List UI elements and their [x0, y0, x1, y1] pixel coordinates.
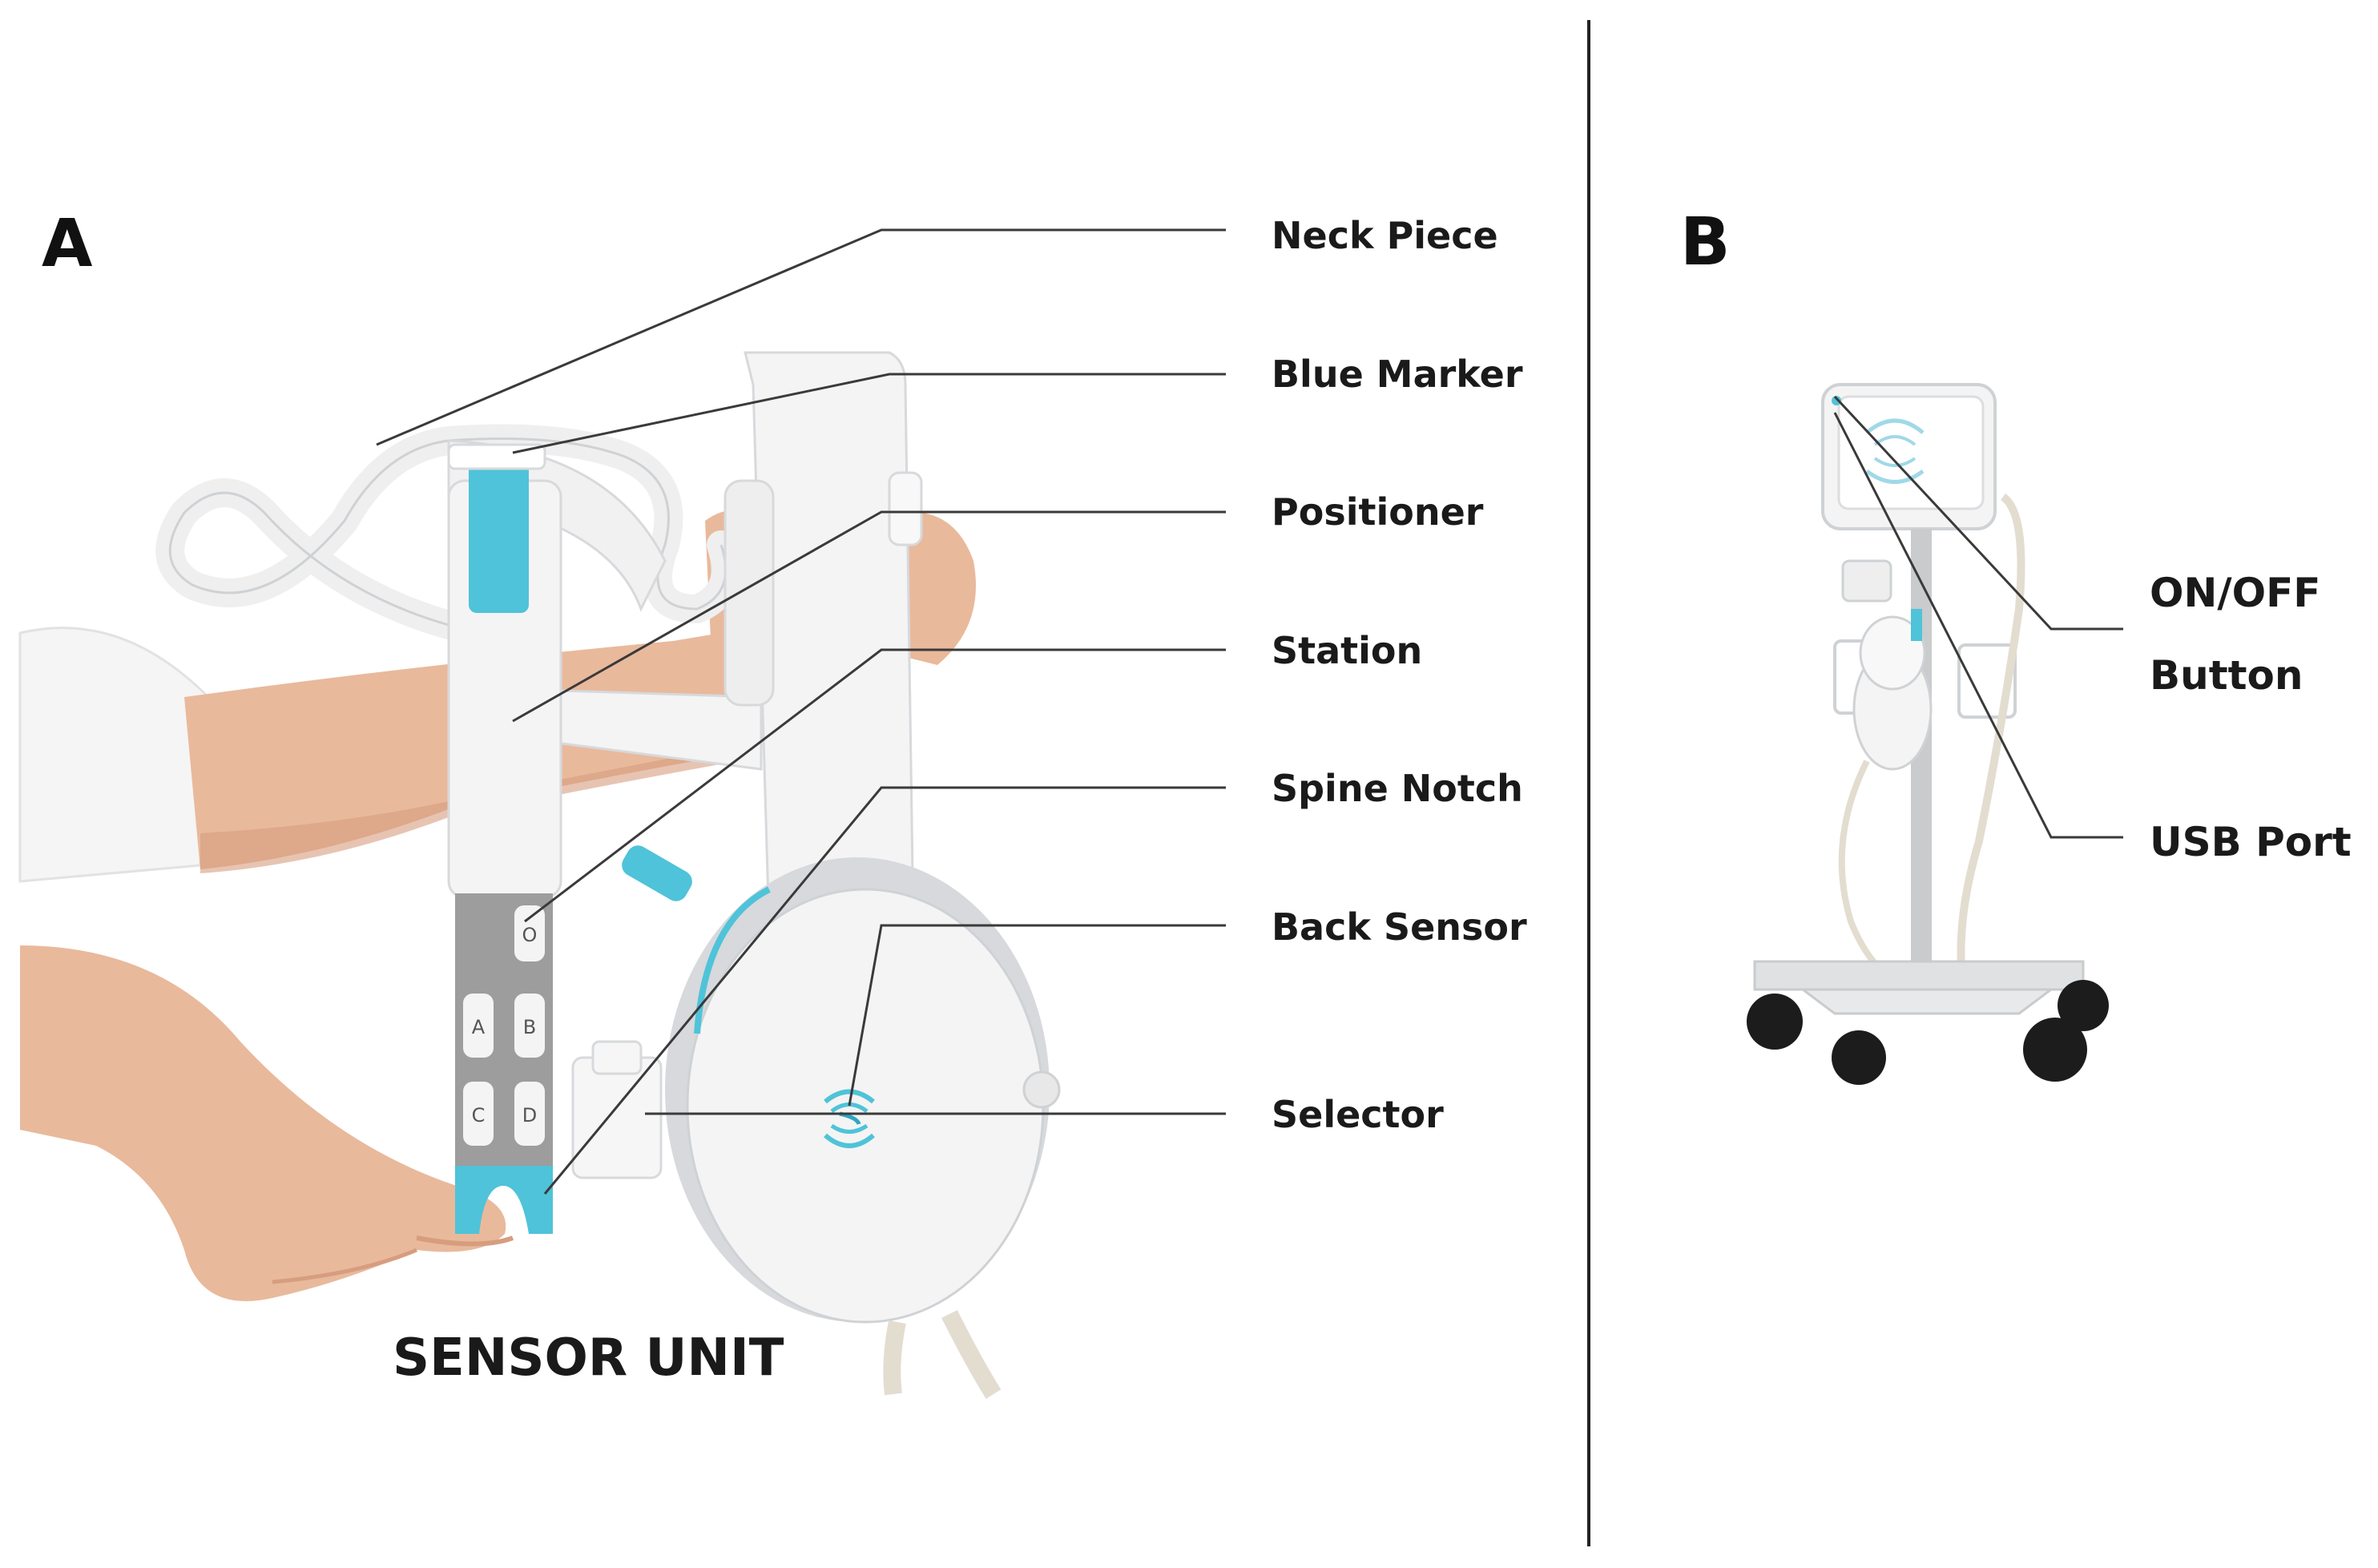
back-support: [723, 351, 923, 931]
callout-blue-marker: Blue Marker: [1272, 353, 1523, 396]
leader-lines-b: [1833, 395, 2123, 839]
svg-text:C: C: [472, 1104, 486, 1127]
station-body: O A B C D: [447, 443, 562, 1234]
callout-positioner: Positioner: [1272, 490, 1484, 534]
svg-text:B: B: [523, 1016, 536, 1038]
cart-base: [1747, 960, 2109, 1085]
callout-station: Station: [1272, 629, 1422, 672]
monitor-head: [1821, 383, 1997, 530]
upper-arm: [18, 627, 737, 883]
callout-selector: Selector: [1272, 1093, 1444, 1136]
panel-a: O A B C D: [18, 206, 1527, 1399]
callout-neck-piece: Neck Piece: [1272, 214, 1498, 257]
on-off-button[interactable]: [1832, 396, 1841, 405]
wheel-front-left: [1747, 994, 1803, 1050]
svg-text:A: A: [472, 1016, 486, 1038]
sensor-unit-title: SENSOR UNIT: [393, 1328, 784, 1388]
wheel-rear-left: [1832, 1030, 1886, 1085]
panel-a-letter: A: [42, 206, 93, 282]
blue-marker: [469, 445, 529, 613]
leader-lines-a: [376, 228, 1226, 1195]
back-sensor: [665, 857, 1061, 1324]
station-keys: O A B C D: [463, 905, 545, 1146]
svg-text:O: O: [522, 924, 538, 946]
panel-b: B: [1680, 204, 2352, 1085]
svg-text:D: D: [522, 1104, 537, 1127]
spine-notch: [455, 1166, 553, 1234]
cart-cable: [1957, 493, 2025, 986]
left-hand: [20, 945, 514, 1301]
wheel-rear-right: [2058, 980, 2109, 1031]
wheel-front-right: [2023, 1018, 2087, 1082]
callout-back-sensor: Back Sensor: [1272, 905, 1527, 949]
callout-on-off-line2: Button: [2150, 652, 2303, 699]
callout-spine-notch: Spine Notch: [1272, 767, 1523, 810]
docked-sensor: [1852, 609, 1933, 771]
callout-usb-port: USB Port: [2150, 819, 2352, 865]
callout-on-off-line1: ON/OFF: [2150, 570, 2320, 616]
selector: [571, 1040, 663, 1179]
sensor-cables: [883, 1310, 1002, 1399]
panel-b-letter: B: [1680, 204, 1731, 280]
blue-tab: [622, 845, 692, 901]
